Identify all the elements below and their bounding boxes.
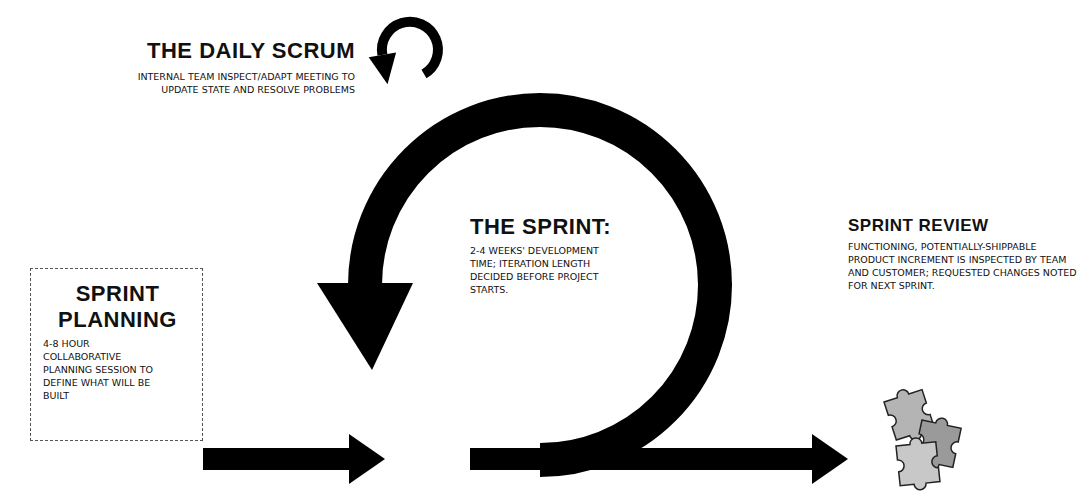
arrow-shaft — [203, 448, 351, 470]
node-heading: SPRINT PLANNING — [43, 281, 192, 333]
loop-arrowhead — [317, 283, 413, 370]
arrow-head — [349, 434, 385, 484]
sprint-loop-arrow — [365, 110, 715, 460]
daily-scrum-heading: THE DAILY SCRUM — [60, 38, 355, 64]
node-heading: SPRINT REVIEW — [848, 215, 1084, 236]
puzzle-illustration — [882, 384, 962, 492]
loop-exit-bar — [470, 448, 734, 470]
node-body: 4-8 HOUR COLLABORATIVE PLANNING SESSION … — [43, 337, 165, 402]
flow-arrow — [203, 434, 385, 484]
node-content: THE SPRINT: 2-4 WEEKS' DEVELOPMENT TIME; … — [470, 214, 640, 296]
node-body: FUNCTIONING, POTENTIALLY-SHIPPABLE PRODU… — [848, 240, 1080, 292]
flow-arrow — [732, 434, 848, 484]
daily-scrum-note: INTERNAL TEAM INSPECT/ADAPT MEETING TO U… — [115, 70, 355, 96]
arrow-shaft — [732, 448, 814, 470]
planning-box: SPRINT PLANNING4-8 HOUR COLLABORATIVE PL… — [30, 268, 203, 441]
review-note: SPRINT REVIEW FUNCTIONING, POTENTIALLY-SH… — [848, 215, 1088, 485]
sprint-loop: THE SPRINT: 2-4 WEEKS' DEVELOPMENT TIME; … — [385, 92, 732, 478]
daily-loop-arrowhead — [369, 53, 396, 85]
puzzle-piece — [895, 436, 940, 492]
node-body: 2-4 WEEKS' DEVELOPMENT TIME; ITERATION L… — [470, 244, 605, 296]
node-heading: THE SPRINT: — [470, 214, 640, 240]
arrow-head — [812, 434, 848, 484]
node-content: SPRINT PLANNING4-8 HOUR COLLABORATIVE PL… — [43, 281, 192, 402]
node-content: SPRINT REVIEW FUNCTIONING, POTENTIALLY-SH… — [848, 215, 1084, 292]
